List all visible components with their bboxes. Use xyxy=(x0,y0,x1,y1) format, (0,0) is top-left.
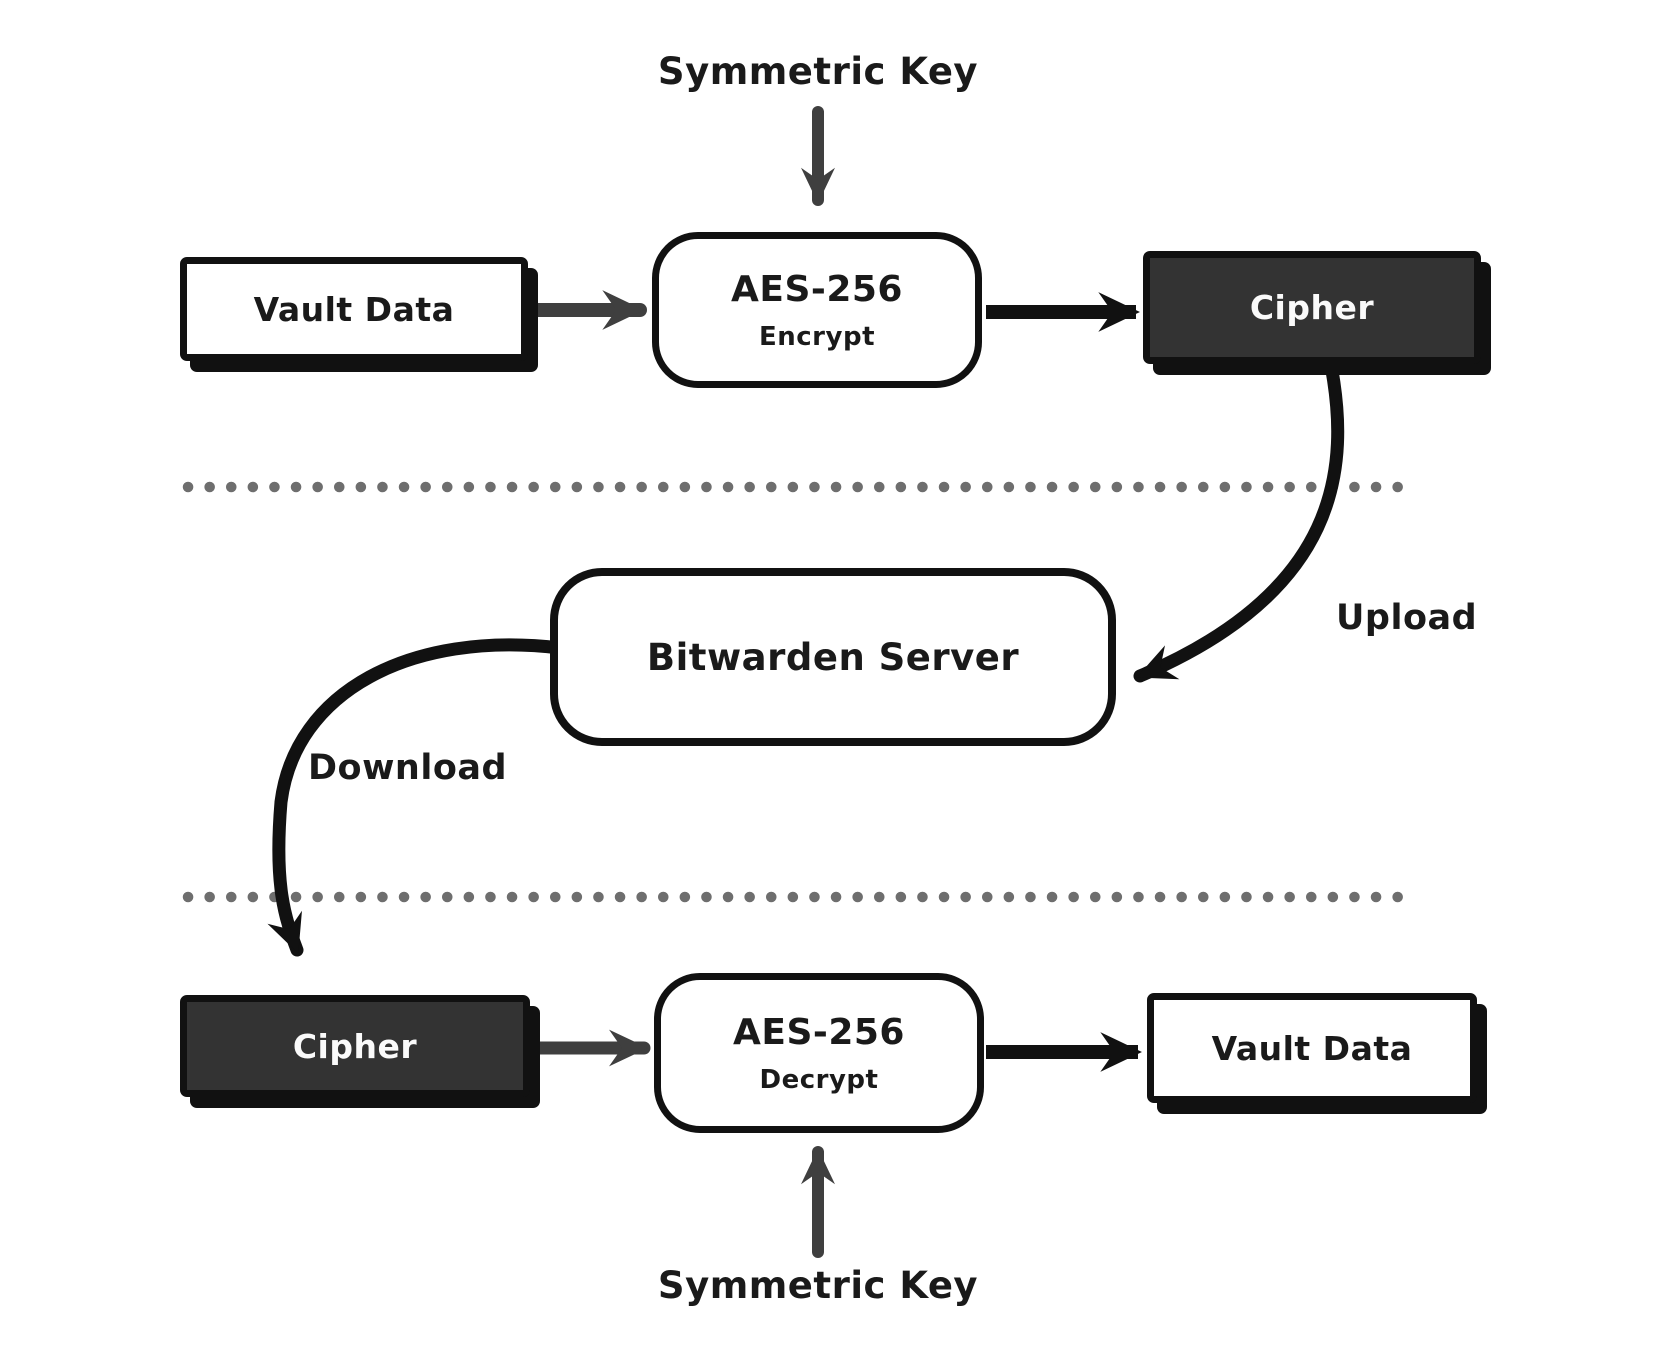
cipher-box-top-label: Cipher xyxy=(1249,288,1375,327)
vault-data-box-bottom-label: Vault Data xyxy=(1211,1028,1413,1068)
download-label: Download xyxy=(308,748,508,788)
cipher-box-bottom: Cipher xyxy=(180,995,530,1097)
vault-data-box-top: Vault Data xyxy=(180,257,528,361)
cipher-box-bottom-label: Cipher xyxy=(292,1026,418,1066)
vault-data-box-top-label: Vault Data xyxy=(253,289,455,329)
aes-decrypt-box: AES-256 Decrypt xyxy=(654,973,984,1133)
download-arrow xyxy=(267,638,567,957)
vault-data-box-bottom: Vault Data xyxy=(1147,993,1477,1103)
aes-decrypt-title: AES-256 xyxy=(733,1011,905,1053)
aes-decrypt-subtitle: Decrypt xyxy=(759,1064,879,1095)
aes-encrypt-box: AES-256 Encrypt xyxy=(652,232,982,388)
bitwarden-server-label: Bitwarden Server xyxy=(646,635,1020,679)
cipher-box-top: Cipher xyxy=(1143,251,1481,364)
aes-encrypt-title: AES-256 xyxy=(731,268,903,310)
upload-arrow xyxy=(1133,353,1345,683)
symmetric-key-label-top: Symmetric Key xyxy=(657,50,979,93)
symmetric-key-label-bottom: Symmetric Key xyxy=(657,1264,979,1307)
upload-label: Upload xyxy=(1336,598,1478,638)
bitwarden-server-box: Bitwarden Server xyxy=(550,568,1116,746)
aes-encrypt-subtitle: Encrypt xyxy=(759,321,875,352)
